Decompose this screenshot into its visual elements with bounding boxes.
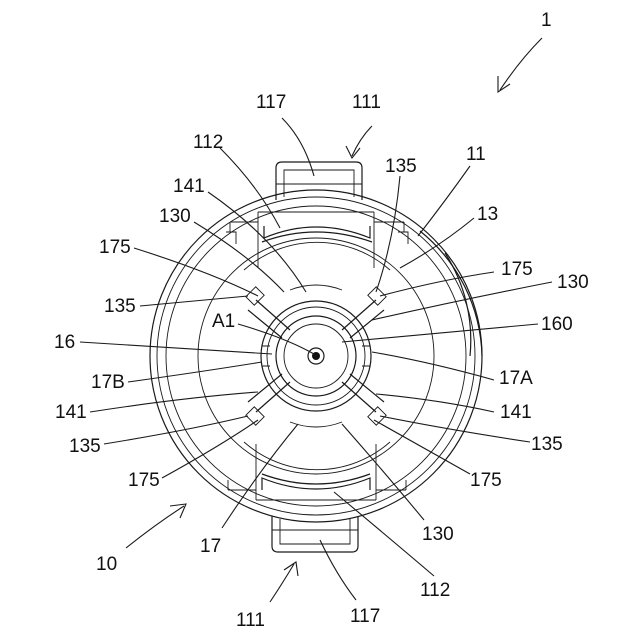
label-135-bottom-right: 135 — [531, 434, 563, 455]
label-117-bottom: 117 — [350, 606, 380, 627]
label-17b: 17B — [91, 372, 125, 393]
label-112-top: 112 — [193, 132, 223, 153]
label-17: 17 — [200, 536, 221, 557]
label-111-bottom: 111 — [236, 610, 265, 631]
label-135-top-right: 135 — [385, 156, 417, 177]
label-141-left: 141 — [55, 402, 87, 423]
label-16: 16 — [54, 332, 75, 353]
top-tab — [276, 162, 362, 200]
label-135-top-left: 135 — [104, 296, 136, 317]
label-117-top: 117 — [256, 92, 286, 113]
label-112-bottom: 112 — [420, 580, 450, 601]
hub — [261, 301, 371, 411]
label-135-bottom-left: 135 — [69, 436, 101, 457]
label-175-bottom-right: 175 — [470, 470, 502, 491]
label-141-top: 141 — [173, 176, 205, 197]
label-175-top-right: 175 — [501, 259, 533, 280]
label-175-bottom-left: 175 — [128, 470, 160, 491]
label-111-top: 111 — [352, 92, 381, 113]
label-130-top-right: 130 — [557, 272, 589, 293]
label-130-top-left: 130 — [159, 206, 191, 227]
label-10: 10 — [96, 554, 117, 575]
label-17a: 17A — [499, 368, 533, 389]
label-175-top-left: 175 — [99, 237, 131, 258]
label-11: 11 — [466, 144, 486, 165]
reference-labels: 1 117 111 112 135 11 141 13 130 175 175 … — [54, 10, 589, 631]
label-13: 13 — [477, 204, 498, 225]
leader-lines — [80, 38, 552, 602]
label-1: 1 — [541, 10, 552, 31]
label-a1: A1 — [212, 311, 235, 332]
label-160: 160 — [541, 314, 573, 335]
label-130-bottom: 130 — [422, 524, 454, 545]
label-141-right: 141 — [500, 402, 532, 423]
